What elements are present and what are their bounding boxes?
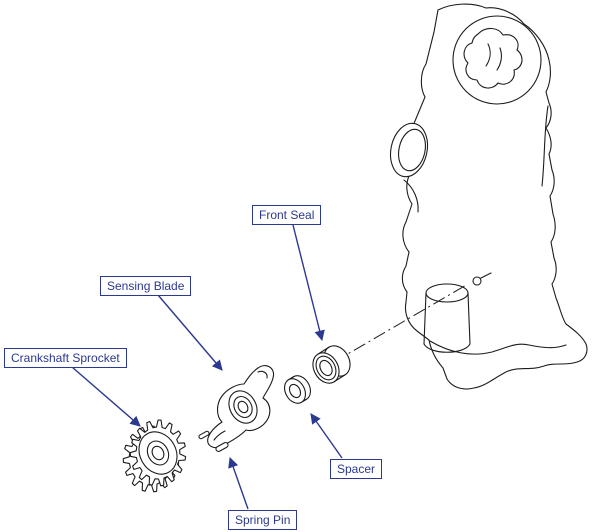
casting-hole-detail xyxy=(485,43,491,67)
spring-pin-large xyxy=(215,442,229,452)
spacer-label: Spacer xyxy=(330,459,383,479)
side-boss-inner xyxy=(398,128,426,172)
front-seal-label: Front Seal xyxy=(252,205,322,225)
dowel-hole xyxy=(472,276,482,286)
sensing-blade-hub-inner xyxy=(233,395,253,419)
front-seal-bore xyxy=(319,359,333,377)
front-seal-part xyxy=(312,345,351,384)
callout-arrows xyxy=(71,224,343,510)
front-seal-lip xyxy=(315,355,337,381)
sensing-blade-part xyxy=(207,365,275,449)
casting-hole-blob xyxy=(463,27,523,89)
crankshaft-sprocket-label: Crankshaft Sprocket xyxy=(4,348,127,368)
crankshaft-sprocket-part xyxy=(122,419,187,493)
spacer-arrow xyxy=(310,413,343,459)
sensing-blade-arrow xyxy=(157,294,223,371)
snout-face xyxy=(425,283,469,303)
dowel-hole-mark xyxy=(480,272,492,279)
crankshaft-sprocket-arrow xyxy=(71,366,141,427)
centerline xyxy=(333,283,469,363)
spacer-bore xyxy=(288,383,302,399)
spring-pin-arrow xyxy=(228,457,249,510)
snout-bottom-arc xyxy=(423,343,471,353)
block-detail-right xyxy=(541,105,549,187)
sensing-blade-label: Sensing Blade xyxy=(100,276,192,296)
sensing-blade-wing-line-2 xyxy=(213,430,226,441)
spring-pin-parts xyxy=(198,430,229,452)
sensing-blade-wing-line xyxy=(257,370,268,379)
sprocket-rim xyxy=(138,431,178,475)
spring-pin-small xyxy=(198,430,210,440)
block-detail-left xyxy=(403,179,419,213)
sensing-blade-hub xyxy=(228,390,258,424)
engine-block-drawing xyxy=(389,3,588,390)
sprocket-bore xyxy=(151,445,165,461)
sensing-blade-bore xyxy=(237,400,249,414)
spring-pin-label: Spring Pin xyxy=(228,510,298,530)
front-seal-arrow xyxy=(292,224,325,342)
casting-hole-detail-2 xyxy=(496,47,502,71)
spacer-part xyxy=(284,375,311,404)
pan-rim-line xyxy=(429,340,567,355)
snout-side-right xyxy=(467,292,471,345)
snout-side-left xyxy=(423,292,427,345)
